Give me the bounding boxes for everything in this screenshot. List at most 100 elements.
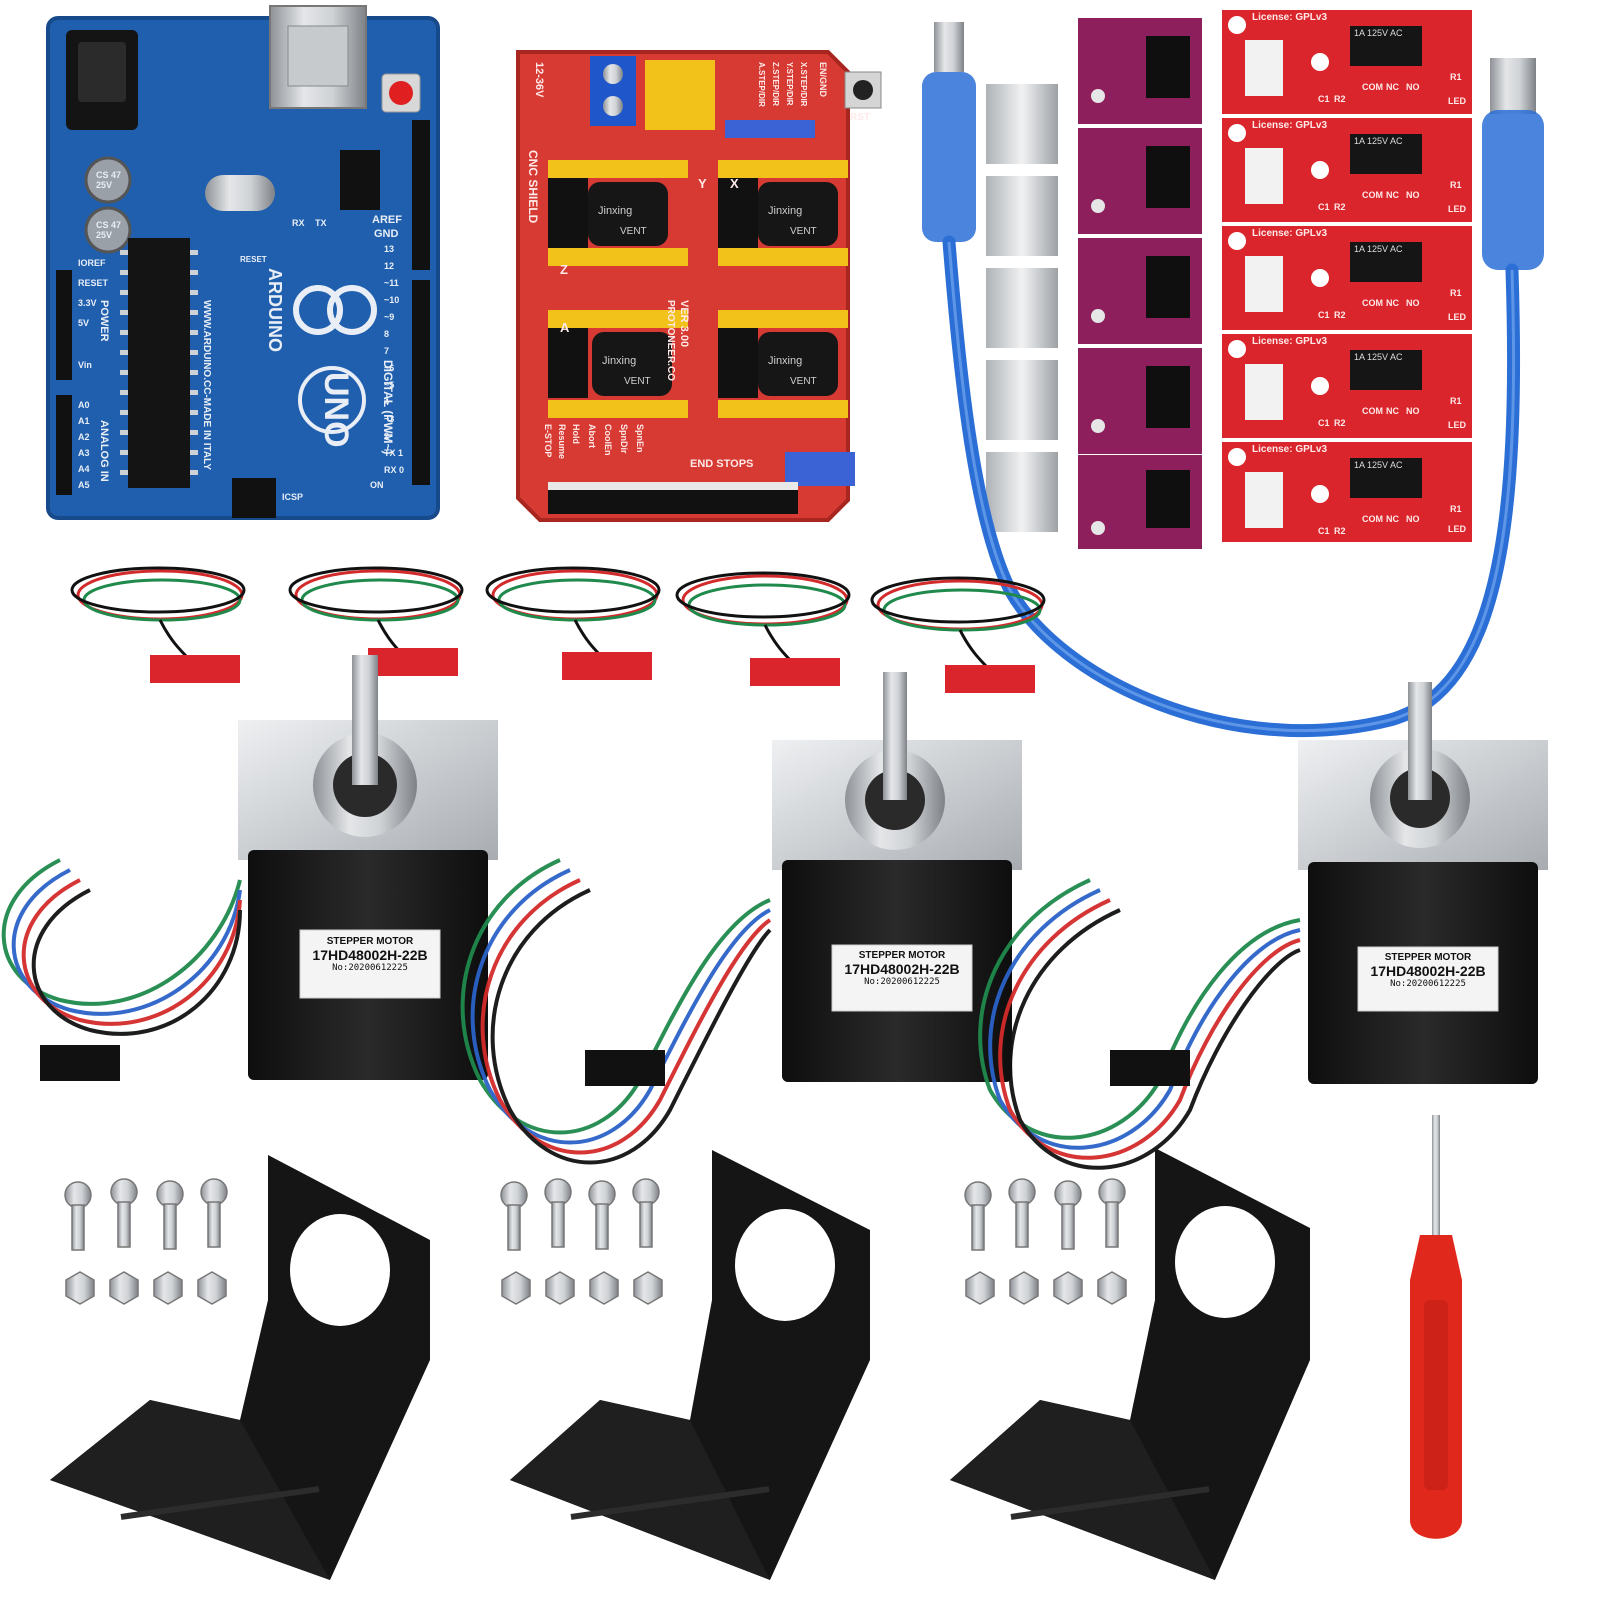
shield-resume-label: Resume [557, 424, 567, 460]
arduino-vin-label: Vin [78, 360, 92, 370]
arduino-rx-label: RX [292, 218, 305, 228]
shield-cap-vent: VENT [624, 376, 651, 387]
endstop-com-label: COM [1362, 514, 1383, 524]
arduino-digital-pin: ~11 [384, 278, 399, 288]
arduino-digital-pin: ~3 [384, 414, 395, 424]
arduino-analog-pin: A5 [78, 480, 90, 490]
endstop-c1-label: C1 [1318, 310, 1330, 320]
endstop-cable [675, 571, 851, 686]
endstop-license-label: License: GPLv3 [1252, 336, 1328, 347]
driver-board [1078, 348, 1202, 454]
endstop-board-labels: License: GPLv3 1A 125V AC COM NC NO C1 R… [1222, 10, 1472, 114]
stepper-motor [460, 672, 1022, 1165]
endstop-r1-label: R1 [1450, 288, 1462, 298]
endstop-r1-label: R1 [1450, 180, 1462, 190]
arduino-digital-pin: 7 [384, 346, 390, 356]
arduino-reset-label: RESET [78, 278, 109, 288]
endstop-board-labels: License: GPLv3 1A 125V AC COM NC NO C1 R… [1222, 118, 1472, 222]
motor-label-serial: No:20200612225 [1390, 979, 1466, 989]
endstop-led-label: LED [1448, 96, 1466, 106]
arduino-brand-label: ARDUINO [265, 268, 285, 352]
heatsinks [986, 84, 1058, 532]
endstop-c1-label: C1 [1318, 202, 1330, 212]
arduino-power-label: POWER [98, 300, 110, 342]
motor-bracket [950, 1148, 1310, 1580]
screw-set [64, 1178, 228, 1305]
arduino-3v3-label: 3.3V [78, 298, 97, 308]
stepper-motor [1, 655, 498, 1081]
arduino-digital-pin: 12 [384, 261, 395, 271]
endstop-board [1222, 334, 1472, 438]
motor-label: STEPPER MOTOR 17HD48002H-22B No:20200612… [1358, 952, 1498, 989]
motor-label-title: STEPPER MOTOR [1384, 952, 1472, 963]
arduino-digital-pin: ~9 [384, 312, 395, 322]
shield-cap-vent: VENT [790, 226, 817, 237]
endstop-cable [288, 566, 464, 676]
endstop-led-label: LED [1448, 312, 1466, 322]
endstop-r2-label: R2 [1334, 202, 1346, 212]
arduino-digital-pin: RX 0 [384, 465, 405, 475]
endstop-no-label: NO [1406, 406, 1420, 416]
usb-cable [922, 22, 1544, 738]
arduino-icsp-label: ICSP [282, 492, 304, 502]
motor-label-model: 17HD48002H-22B [844, 961, 960, 977]
endstop-license-label: License: GPLv3 [1252, 12, 1328, 23]
endstop-r2-label: R2 [1334, 310, 1346, 320]
endstop-led-label: LED [1448, 204, 1466, 214]
shield-step-dir-label: Z.STEP/DIR [771, 62, 780, 107]
endstop-board [1222, 10, 1472, 114]
endstop-board [1222, 118, 1472, 222]
motor-label-serial: No:20200612225 [332, 963, 408, 973]
shield-axis-x-label: X [730, 176, 739, 191]
driver-board [1078, 128, 1202, 234]
motor-bracket [510, 1150, 870, 1580]
cnc-shield-board [516, 50, 882, 522]
endstop-board-labels: License: GPLv3 1A 125V AC COM NC NO C1 R… [1222, 442, 1472, 542]
endstop-r1-label: R1 [1450, 504, 1462, 514]
endstop-license-label: License: GPLv3 [1252, 228, 1328, 239]
driver-board [1078, 455, 1202, 549]
endstop-board-labels: License: GPLv3 1A 125V AC COM NC NO C1 R… [1222, 226, 1472, 330]
endstop-r1-label: R1 [1450, 396, 1462, 406]
endstop-c1-label: C1 [1318, 94, 1330, 104]
motor-label-title: STEPPER MOTOR [326, 936, 414, 947]
endstop-r2-label: R2 [1334, 418, 1346, 428]
motor-label-serial: No:20200612225 [864, 977, 940, 987]
arduino-digital-pin: TX 1 [384, 448, 404, 458]
endstop-rating-label: 1A 125V AC [1354, 352, 1403, 362]
shield-spndir-label: SpnDir [619, 424, 629, 454]
endstop-r2-label: R2 [1334, 94, 1346, 104]
endstop-led-label: LED [1448, 420, 1466, 430]
motor-bracket [50, 1155, 430, 1580]
arduino-cap2-label: CS 47 25V [96, 220, 122, 240]
endstop-cables [70, 566, 1046, 693]
endstop-license-label: License: GPLv3 [1252, 444, 1328, 455]
shield-step-dir-label: X.STEP/DIR [799, 62, 808, 107]
shield-cap-brand: Jinxing [768, 355, 803, 367]
screwdriver [1410, 1115, 1462, 1539]
endstop-com-label: COM [1362, 298, 1383, 308]
endstop-board [1222, 226, 1472, 330]
endstop-led-label: LED [1448, 524, 1466, 534]
endstop-cable [870, 576, 1046, 693]
shield-axis-a-label: A [560, 320, 570, 335]
endstop-nc-label: NC [1386, 190, 1399, 200]
shield-cap-vent: VENT [790, 376, 817, 387]
shield-axis-z-label: Z [560, 262, 568, 277]
stepper-drivers [1078, 18, 1202, 549]
arduino-aref-label: AREF [372, 214, 402, 226]
shield-title-label: CNC SHIELD [526, 150, 540, 224]
shield-cap-brand: Jinxing [768, 205, 803, 217]
shield-abort-label: Abort [587, 424, 597, 448]
shield-hold-label: Hold [571, 424, 581, 444]
shield-cap-brand: Jinxing [598, 205, 633, 217]
shield-spnen-label: SpnEn [635, 424, 645, 453]
arduino-digital-pin: 4 [384, 397, 390, 407]
endstop-no-label: NO [1406, 298, 1420, 308]
shield-step-dir-label: Y.STEP/DIR [785, 62, 794, 106]
shield-axis-y-label: Y [698, 176, 707, 191]
shield-cap-vent: VENT [620, 226, 647, 237]
screw-set [964, 1178, 1127, 1305]
arduino-analog-pin: A4 [78, 464, 90, 474]
